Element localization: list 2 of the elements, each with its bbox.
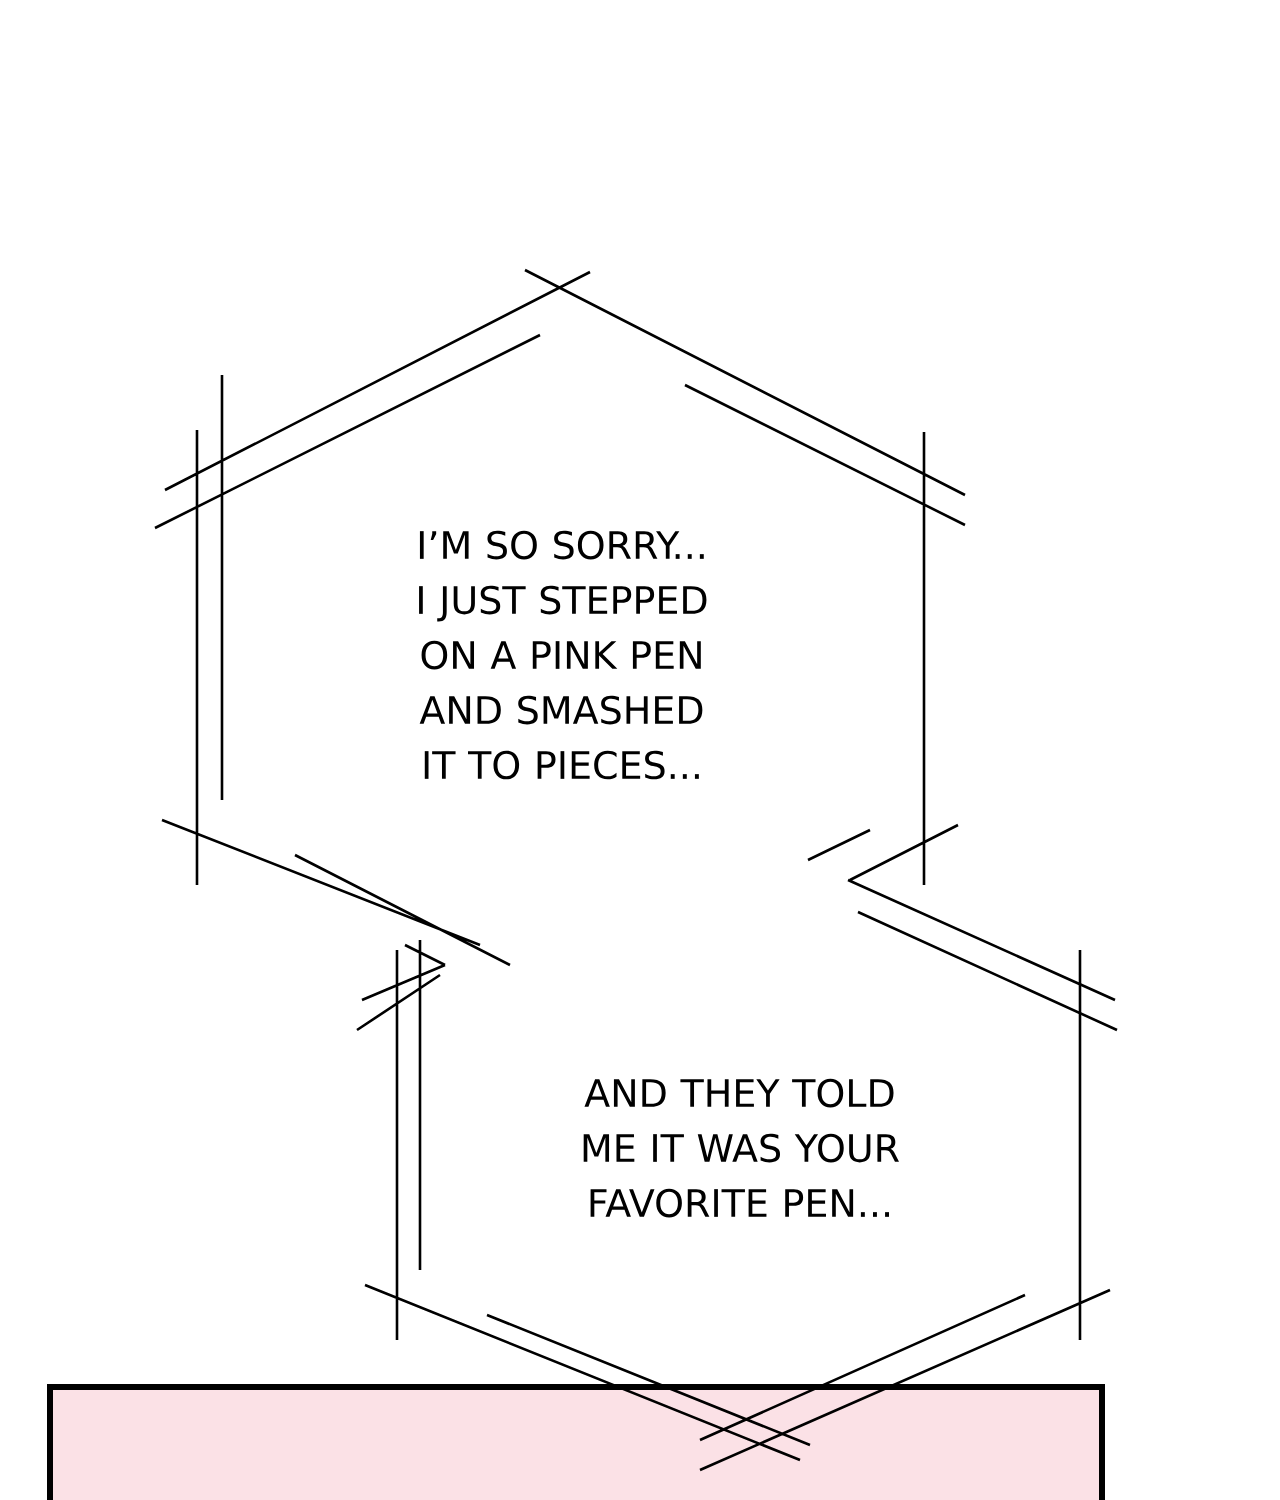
speech-bubble: AND THEY TOLD ME IT WAS YOUR FAVORITE PEN... xyxy=(355,938,1112,1472)
speech-bubble: I’M SO SORRY... I JUST STEPPED ON A PINK PEN AND SMASHED IT TO PIECES... xyxy=(153,268,1119,1032)
